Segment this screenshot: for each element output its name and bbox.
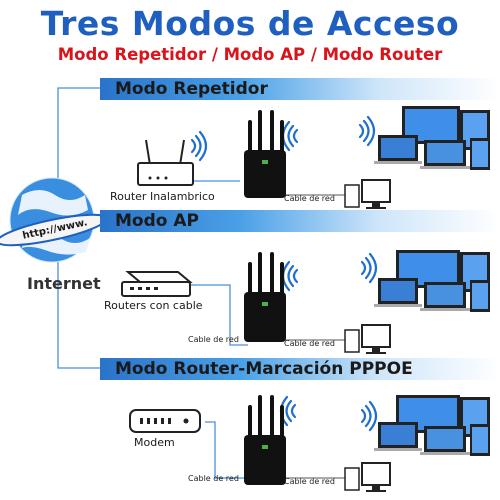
wireless-router-label: Router Inalambrico <box>110 190 215 203</box>
wifi-icon <box>281 260 299 292</box>
banner-repeater-mode: Modo Repetidor <box>100 78 500 100</box>
desktop-pc-icon <box>344 324 391 354</box>
modem-icon <box>129 409 201 433</box>
wifi-icon <box>360 252 378 284</box>
page-title: Tres Modos de Acceso <box>40 4 460 43</box>
cable-label: Cable de red <box>188 335 239 344</box>
cable-label: Cable de red <box>284 339 335 348</box>
repeater-icon <box>244 110 286 198</box>
internet-label: Internet <box>27 274 101 293</box>
repeater-icon <box>244 252 286 342</box>
repeater-icon <box>244 395 286 485</box>
wifi-icon <box>360 400 378 432</box>
banner-label: Modo AP <box>115 211 199 231</box>
wifi-icon <box>358 115 376 147</box>
banner-router-mode: Modo Router-Marcación PPPOE <box>100 358 500 380</box>
devices-group <box>374 106 490 456</box>
banner-ap-mode: Modo AP <box>100 210 500 232</box>
wifi-icon <box>190 130 208 162</box>
wireless-router-icon <box>137 139 194 186</box>
connection-lines <box>57 87 250 479</box>
cable-label: Cable de red <box>188 474 239 483</box>
banner-label: Modo Router-Marcación PPPOE <box>115 359 413 379</box>
desktop-pc-icon <box>344 462 391 492</box>
cable-label: Cable de red <box>284 194 335 203</box>
cable-label: Cable de red <box>284 477 335 486</box>
modem-label: Modem <box>134 436 175 449</box>
banner-label: Modo Repetidor <box>115 79 268 99</box>
wifi-icon <box>281 120 299 152</box>
wired-router-icon <box>121 271 193 297</box>
wired-router-label: Routers con cable <box>104 299 203 312</box>
desktop-pc-icon <box>344 179 391 209</box>
globe-icon <box>0 177 108 263</box>
page-subtitle: Modo Repetidor / Modo AP / Modo Router <box>57 45 443 64</box>
